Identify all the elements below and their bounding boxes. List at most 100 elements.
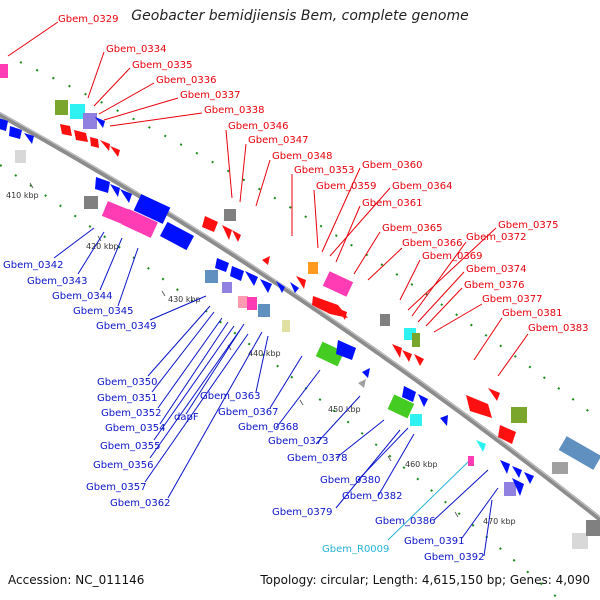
gene-label-Gbem_0356: Gbem_0356 <box>93 460 153 471</box>
gene-label-Gbem_0383: Gbem_0383 <box>528 323 588 334</box>
gene-arrow <box>60 124 72 136</box>
gene-label-Gbem_0382: Gbem_0382 <box>342 491 402 502</box>
gene-label-Gbem_0392: Gbem_0392 <box>424 552 484 563</box>
gene-block <box>380 314 390 326</box>
gene-label-Gbem_0342: Gbem_0342 <box>3 260 63 271</box>
gene-block <box>83 113 97 129</box>
forward-gene-labels: Gbem_0329 Gbem_0334 Gbem_0335 Gbem_0336 … <box>58 14 588 334</box>
forward-genes <box>0 64 600 474</box>
gene-label-Gbem_0338: Gbem_0338 <box>204 105 264 116</box>
gene-arrow <box>222 225 232 240</box>
gene-label-Gbem_0379: Gbem_0379 <box>272 507 332 518</box>
gene-arrow <box>0 118 8 131</box>
gene-label-Gbem_0343: Gbem_0343 <box>27 276 87 287</box>
gene-arrow <box>262 256 270 265</box>
gene-arrow <box>402 386 416 402</box>
gene-block <box>222 282 232 293</box>
gene-label-Gbem_0354: Gbem_0354 <box>105 423 165 434</box>
gene-label-Gbem_0363: Gbem_0363 <box>200 391 260 402</box>
gene-block <box>101 201 131 225</box>
reverse-gene-labels: Gbem_0342 Gbem_0343 Gbem_0344 Gbem_0345 … <box>3 260 484 563</box>
gene-block <box>552 462 568 474</box>
gene-arrow <box>290 282 299 293</box>
gene-arrow <box>392 344 402 358</box>
gene-arrow <box>110 146 120 157</box>
gene-arrow <box>95 177 110 193</box>
gene-label-Gbem_0391: Gbem_0391 <box>404 536 464 547</box>
gene-label-Gbem_0350: Gbem_0350 <box>97 377 157 388</box>
gene-label-Gbem_0360: Gbem_0360 <box>362 160 422 171</box>
gene-arrow <box>362 368 370 378</box>
gene-label-Gbem_0345: Gbem_0345 <box>73 306 133 317</box>
tick-label-460: 460 kbp <box>405 460 438 469</box>
gene-arrow <box>512 478 524 496</box>
gene-label-dapF: dapF <box>174 412 199 423</box>
gene-arrow <box>498 425 516 444</box>
gene-block <box>84 196 98 209</box>
gene-label-Gbem_0348: Gbem_0348 <box>272 151 332 162</box>
gene-block <box>558 436 600 470</box>
genome-summary-text: Topology: circular; Length: 4,615,150 bp… <box>260 573 590 587</box>
gene-label-Gbem_0359: Gbem_0359 <box>316 181 376 192</box>
gene-block <box>412 333 420 347</box>
gene-arrow <box>488 388 500 401</box>
gene-arrow <box>440 415 448 426</box>
gene-arrow <box>476 440 486 452</box>
accession-text: Accession: NC_011146 <box>8 573 145 587</box>
gene-arrow <box>95 117 105 128</box>
gene-label-Gbem_0337: Gbem_0337 <box>180 90 240 101</box>
gene-arrow <box>120 189 132 203</box>
gene-arrow <box>466 395 492 418</box>
gene-label-Gbem_0372: Gbem_0372 <box>466 232 526 243</box>
gene-block <box>322 271 354 297</box>
gene-label-Gbem_0355: Gbem_0355 <box>100 441 160 452</box>
gene-arrow <box>24 133 34 144</box>
gene-label-Gbem_0380: Gbem_0380 <box>320 475 380 486</box>
gene-block <box>70 104 85 119</box>
gene-arrow <box>232 230 241 242</box>
gene-label-Gbem_0336: Gbem_0336 <box>156 75 216 86</box>
genome-backbone-highlight <box>0 112 600 518</box>
gene-label-Gbem_0364: Gbem_0364 <box>392 181 452 192</box>
tick-label-470: 470 kbp <box>483 517 516 526</box>
gene-label-Gbem_0352: Gbem_0352 <box>101 408 161 419</box>
gene-arrow <box>414 354 424 366</box>
gene-label-Gbem_0365: Gbem_0365 <box>382 223 442 234</box>
reverse-leaders <box>53 227 499 557</box>
gene-label-Gbem_0334: Gbem_0334 <box>106 44 166 55</box>
tick-label-410: 410 kbp <box>6 191 39 200</box>
gene-block <box>160 221 194 251</box>
gene-label-Gbem_0357: Gbem_0357 <box>86 482 146 493</box>
gene-label-Gbem_0374: Gbem_0374 <box>466 264 526 275</box>
gene-label-Gbem_0335: Gbem_0335 <box>132 60 192 71</box>
gene-block <box>387 394 415 419</box>
gene-arrow <box>312 296 348 318</box>
gene-label-Gbem_0373: Gbem_0373 <box>268 436 328 447</box>
gene-label-Gbem_0377: Gbem_0377 <box>482 294 542 305</box>
gene-label-Gbem_0351: Gbem_0351 <box>97 393 157 404</box>
gene-arrow <box>276 281 285 293</box>
gene-arrow <box>524 472 534 484</box>
gene-block <box>468 456 474 466</box>
gene-block <box>15 150 26 163</box>
gene-arrow <box>74 130 88 142</box>
gene-block <box>504 482 516 496</box>
forward-leaders <box>7 21 529 377</box>
gene-label-Gbem_0344: Gbem_0344 <box>52 291 112 302</box>
rna-leaders <box>387 461 469 541</box>
gene-arrow <box>230 266 244 281</box>
gene-label-Gbem_0329: Gbem_0329 <box>58 14 118 25</box>
gene-block <box>238 296 248 308</box>
gene-label-Gbem_0381: Gbem_0381 <box>502 308 562 319</box>
gene-arrow <box>215 258 229 272</box>
gene-arrow <box>100 140 110 151</box>
gene-block <box>55 100 68 115</box>
gene-arrow <box>358 379 366 388</box>
tick-label-450: 450 kbp <box>328 405 361 414</box>
gene-block <box>224 209 236 221</box>
gene-arrow <box>9 126 22 139</box>
gene-arrow <box>512 466 522 478</box>
gene-block <box>410 414 422 426</box>
gene-block <box>247 297 257 310</box>
map-title: Geobacter bemidjiensis Bem, complete gen… <box>131 8 469 24</box>
